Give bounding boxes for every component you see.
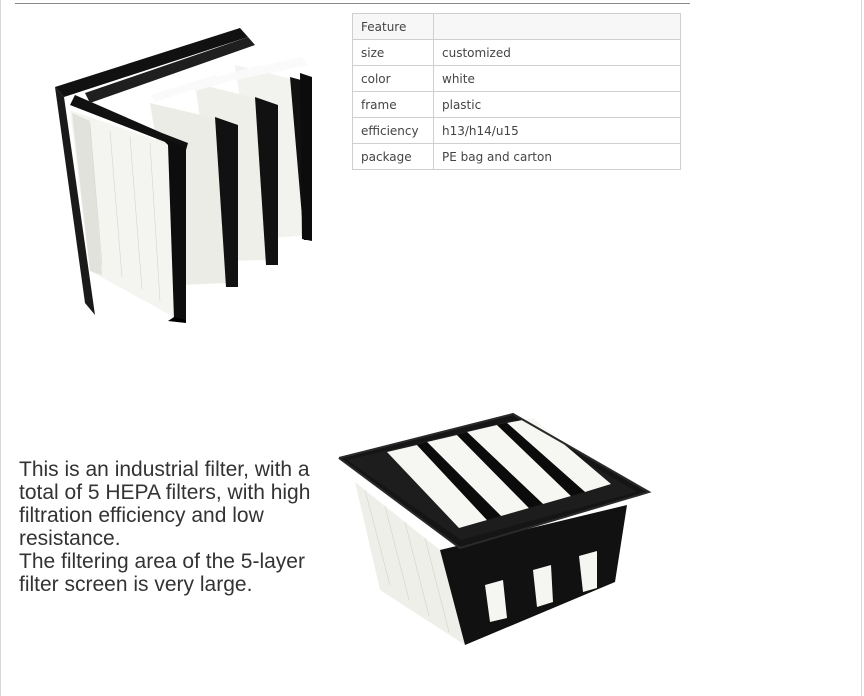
table-row: package PE bag and carton bbox=[352, 143, 681, 170]
table-row: frame plastic bbox=[352, 91, 681, 118]
table-row: Feature bbox=[352, 13, 681, 40]
spec-value: plastic bbox=[433, 91, 681, 118]
spec-label: color bbox=[352, 65, 434, 92]
page-border-right bbox=[861, 0, 862, 696]
spec-label: efficiency bbox=[352, 117, 434, 144]
spec-value: h13/h14/u15 bbox=[433, 117, 681, 144]
spec-label: package bbox=[352, 143, 434, 170]
spec-value: PE bag and carton bbox=[433, 143, 681, 170]
description-paragraph: This is an industrial filter, with a tot… bbox=[19, 458, 311, 550]
table-row: color white bbox=[352, 65, 681, 92]
filter-side-view-image bbox=[55, 28, 312, 323]
filter-top-view-image bbox=[338, 412, 652, 645]
spec-value: white bbox=[433, 65, 681, 92]
page-border-left bbox=[0, 0, 1, 696]
product-description: This is an industrial filter, with a tot… bbox=[19, 458, 339, 596]
top-divider bbox=[15, 3, 690, 4]
spec-table: Feature size customized color white fram… bbox=[352, 13, 681, 170]
spec-value bbox=[433, 13, 681, 40]
spec-label: size bbox=[352, 39, 434, 66]
spec-value: customized bbox=[433, 39, 681, 66]
spec-label: Feature bbox=[352, 13, 434, 40]
table-row: size customized bbox=[352, 39, 681, 66]
table-row: efficiency h13/h14/u15 bbox=[352, 117, 681, 144]
description-paragraph: The filtering area of the 5-layer filter… bbox=[19, 550, 305, 596]
spec-label: frame bbox=[352, 91, 434, 118]
